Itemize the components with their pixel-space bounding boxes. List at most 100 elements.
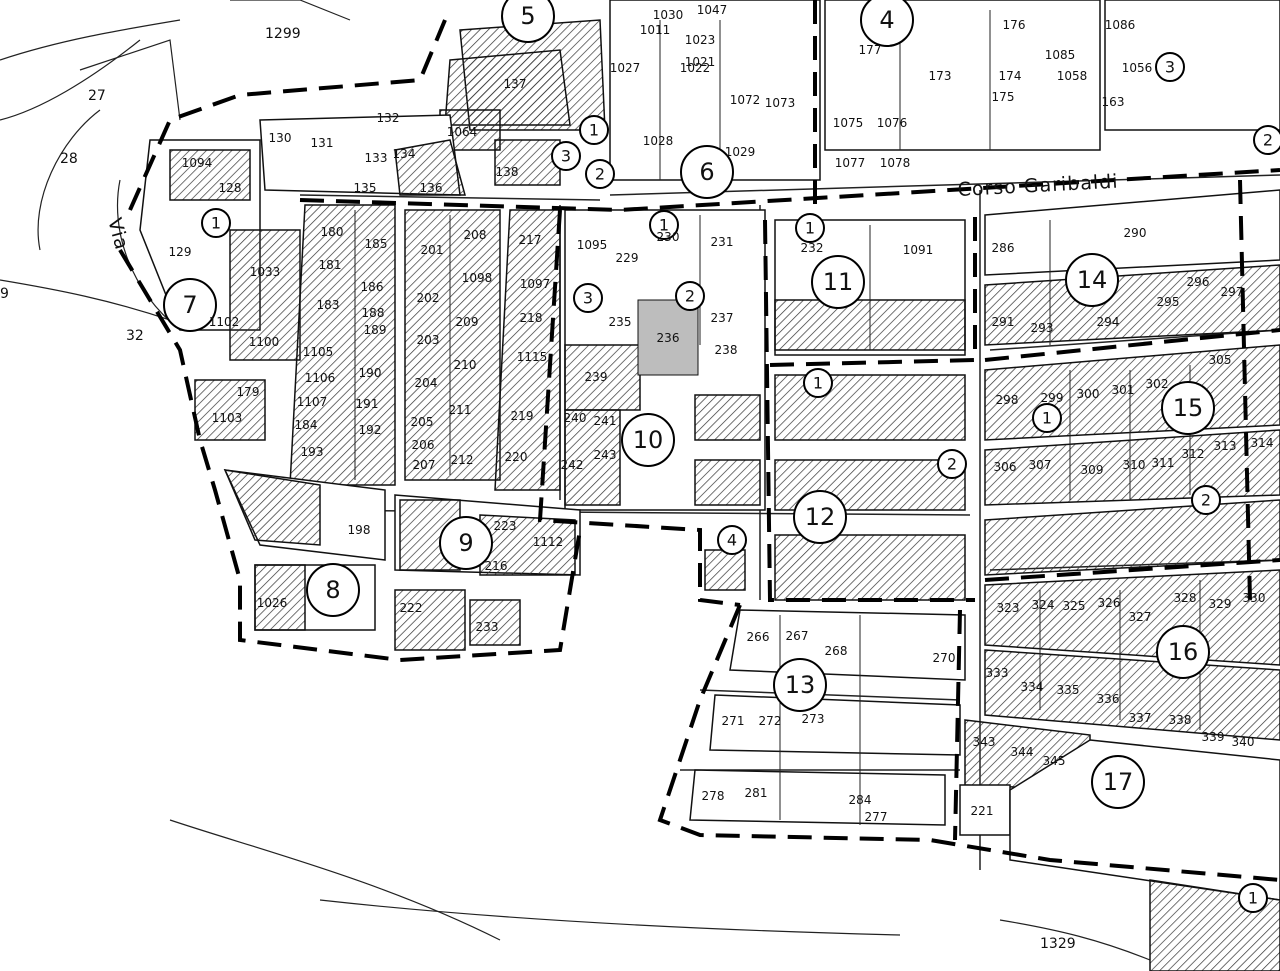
zone-marker: 1 bbox=[803, 368, 833, 398]
parcel-number: 231 bbox=[711, 235, 734, 249]
parcel-number: 297 bbox=[1221, 285, 1244, 299]
parcel-number: 1058 bbox=[1057, 69, 1088, 83]
zone-number: 2 bbox=[595, 165, 605, 184]
street-corso-garibaldi: Corso Garibaldi bbox=[957, 171, 1119, 201]
parcel-number: 233 bbox=[476, 620, 499, 634]
parcel-number: 300 bbox=[1077, 387, 1100, 401]
block-240 bbox=[564, 409, 621, 506]
edge-label: 28 bbox=[60, 151, 78, 167]
parcel-number: 1086 bbox=[1105, 18, 1136, 32]
parcel-number: 1091 bbox=[903, 243, 934, 257]
zone-number: 3 bbox=[583, 289, 593, 308]
parcel-number: 305 bbox=[1209, 353, 1232, 367]
parcel-number: 202 bbox=[417, 291, 440, 305]
parcel-number: 1021 bbox=[685, 55, 716, 69]
parcel-divisions bbox=[354, 10, 1201, 825]
zone-circle bbox=[811, 255, 865, 309]
parcel-number: 220 bbox=[505, 450, 528, 464]
block-241 bbox=[694, 394, 761, 441]
parcel-number: 192 bbox=[359, 423, 382, 437]
parcel-number: 345 bbox=[1043, 754, 1066, 768]
parcel-number: 181 bbox=[319, 258, 342, 272]
zone-marker: 1 bbox=[795, 213, 825, 243]
zone-circle bbox=[1191, 485, 1221, 515]
zone-circle bbox=[937, 449, 967, 479]
parcel-number: 232 bbox=[801, 241, 824, 255]
parcel-number: 291 bbox=[992, 315, 1015, 329]
parcel-number: 1064 bbox=[447, 125, 478, 139]
block-239 bbox=[564, 344, 641, 411]
zone-marker: 1 bbox=[649, 210, 679, 240]
parcel-number: 1115 bbox=[517, 350, 548, 364]
block-1094 bbox=[169, 149, 251, 201]
block-271 bbox=[709, 694, 961, 756]
zone-circle bbox=[680, 145, 734, 199]
zone-circle bbox=[439, 516, 493, 570]
parcel-number: 209 bbox=[456, 315, 479, 329]
zone-number: 3 bbox=[1165, 58, 1175, 77]
zone-marker: 2 bbox=[1191, 485, 1221, 515]
zone-number: 6 bbox=[699, 158, 714, 186]
block-138 bbox=[494, 139, 561, 186]
zone-circle bbox=[795, 213, 825, 243]
parcel-number: 343 bbox=[973, 735, 996, 749]
parcel-number: 324 bbox=[1032, 598, 1055, 612]
parcel-number: 191 bbox=[356, 397, 379, 411]
block-136 bbox=[394, 139, 466, 196]
zone-circle bbox=[501, 0, 555, 43]
zone-circle bbox=[860, 0, 914, 47]
parcel-number: 219 bbox=[511, 409, 534, 423]
parcel-number: 271 bbox=[722, 714, 745, 728]
parcel-number: 290 bbox=[1124, 226, 1147, 240]
parcel-number: 1072 bbox=[730, 93, 761, 107]
parcel-number: 1027 bbox=[610, 61, 641, 75]
block-13 bbox=[729, 609, 966, 681]
parcel-number: 327 bbox=[1129, 610, 1152, 624]
zone-marker: 4 bbox=[717, 525, 747, 555]
parcel-number: 222 bbox=[400, 601, 423, 615]
zone-number: 1 bbox=[211, 214, 221, 233]
parcel-236-highlight bbox=[637, 299, 699, 376]
street-via: Via bbox=[103, 216, 133, 253]
parcel-number: 204 bbox=[415, 376, 438, 390]
zone-marker: 14 bbox=[1065, 253, 1119, 307]
parcel-number: 299 bbox=[1041, 391, 1064, 405]
zone-number: 2 bbox=[947, 455, 957, 474]
parcel-number: 235 bbox=[609, 315, 632, 329]
zone-circle bbox=[621, 413, 675, 467]
zone-number: 10 bbox=[633, 426, 664, 454]
block-north bbox=[609, 0, 821, 181]
parcel-number: 1011 bbox=[640, 23, 671, 37]
parcel-number: 179 bbox=[237, 385, 260, 399]
parcel-number: 1078 bbox=[880, 156, 911, 170]
parcel-number: 313 bbox=[1214, 439, 1237, 453]
parcel-number: 177 bbox=[859, 43, 882, 57]
parcel-number: 198 bbox=[348, 523, 371, 537]
parcel-number: 134 bbox=[393, 147, 416, 161]
parcel-number: 1095 bbox=[577, 238, 608, 252]
parcel-number: 293 bbox=[1031, 321, 1054, 335]
zone-marker: 2 bbox=[675, 281, 705, 311]
block-243 bbox=[694, 459, 761, 506]
parcel-number: 229 bbox=[616, 251, 639, 265]
zone-marker: 5 bbox=[501, 0, 555, 43]
zone-boundaries bbox=[118, 0, 1280, 882]
zone-number: 12 bbox=[805, 503, 836, 531]
parcel-number: 1029 bbox=[725, 145, 756, 159]
zone-number: 14 bbox=[1077, 266, 1108, 294]
zone-marker: 13 bbox=[773, 658, 827, 712]
block-137 bbox=[444, 49, 571, 126]
parcel-number: 173 bbox=[929, 69, 952, 83]
block-278 bbox=[704, 549, 746, 591]
parcel-number: 1112 bbox=[533, 535, 564, 549]
parcel-number: 278 bbox=[702, 789, 725, 803]
block-198 bbox=[254, 564, 306, 631]
parcel-number: 175 bbox=[992, 90, 1015, 104]
parcel-number: 270 bbox=[933, 651, 956, 665]
block-222 bbox=[469, 599, 521, 646]
parcel-number: 189 bbox=[364, 323, 387, 337]
parcel-number: 1026 bbox=[257, 596, 288, 610]
parcel-number: 184 bbox=[295, 418, 318, 432]
